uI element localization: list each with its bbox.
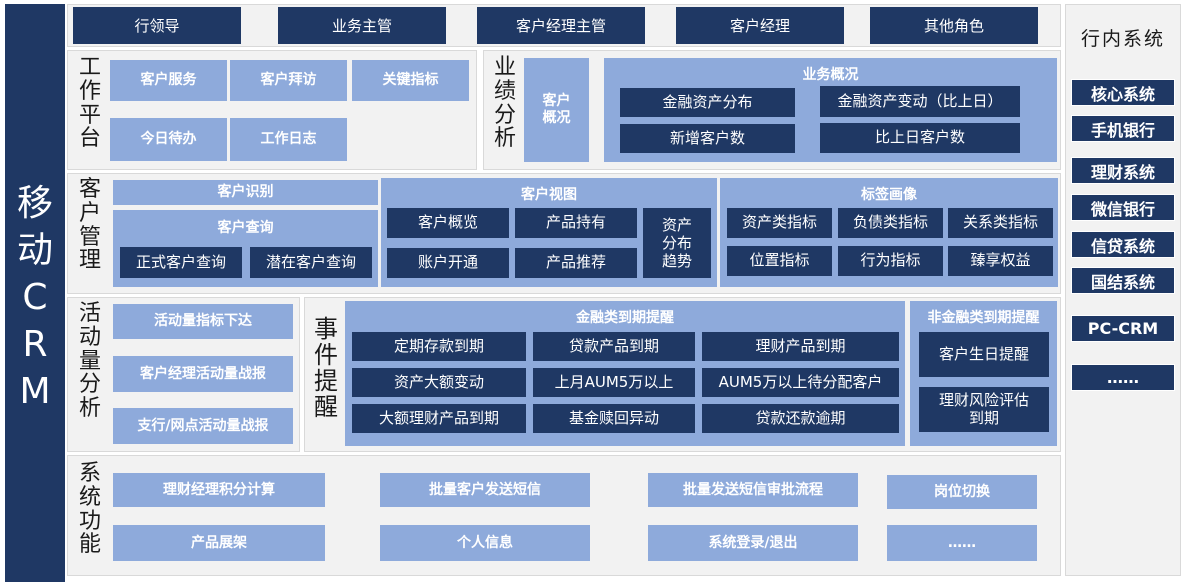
left-title-char-2: 动 bbox=[16, 230, 53, 271]
wealth-product-due-box: 理财产品到期 bbox=[702, 332, 899, 361]
financial-asset-distribution-box: 金融资产分布 bbox=[620, 88, 795, 117]
role-business-supervisor: 业务主管 bbox=[278, 7, 446, 44]
customer-mgmt-label: 客户管理 bbox=[78, 177, 101, 274]
location-indicators-box: 位置指标 bbox=[727, 246, 832, 276]
financial-reminder-title: 金融类到期提醒 bbox=[576, 310, 674, 326]
left-title-text: 移 动 C R M bbox=[5, 180, 65, 415]
customer-overview-box: 客户 概况 bbox=[524, 58, 589, 162]
loan-product-due-box: 贷款产品到期 bbox=[533, 332, 695, 361]
asset-distribution-trend-box: 资产 分布 趋势 bbox=[643, 208, 711, 278]
mobile-banking-box: 手机银行 bbox=[1071, 115, 1175, 142]
batch-sms-box: 批量客户发送短信 bbox=[380, 473, 590, 507]
more-functions-box: …… bbox=[887, 525, 1037, 561]
tag-profile-title: 标签画像 bbox=[861, 187, 917, 203]
customer-count-vs-yesterday-box: 比上日客户数 bbox=[820, 123, 1020, 153]
product-recommend-box: 产品推荐 bbox=[515, 248, 637, 278]
new-customer-count-box: 新增客户数 bbox=[620, 124, 795, 153]
today-todo-box: 今日待办 bbox=[110, 118, 227, 161]
wechat-banking-box: 微信银行 bbox=[1071, 194, 1175, 221]
personal-info-box: 个人信息 bbox=[380, 525, 590, 561]
left-title-bar bbox=[5, 4, 65, 582]
more-systems-box: …… bbox=[1071, 364, 1175, 391]
login-logout-box: 系统登录/退出 bbox=[648, 525, 858, 561]
customer-identify-box: 客户识别 bbox=[113, 180, 378, 205]
position-switch-box: 岗位切换 bbox=[887, 475, 1037, 509]
customer-query-title: 客户查询 bbox=[217, 220, 274, 236]
intl-settlement-box: 国结系统 bbox=[1071, 267, 1175, 294]
pc-crm-box: PC-CRM bbox=[1071, 315, 1175, 342]
time-deposit-due-box: 定期存款到期 bbox=[352, 332, 526, 361]
left-title-char-4: R bbox=[22, 324, 48, 365]
customer-view-title: 客户视图 bbox=[521, 187, 577, 203]
internal-systems-title: 行内系统 bbox=[1080, 28, 1165, 50]
activity-target-box: 活动量指标下达 bbox=[113, 304, 293, 339]
product-holding-box: 产品持有 bbox=[515, 208, 637, 238]
large-wealth-due-box: 大额理财产品到期 bbox=[352, 404, 526, 433]
premium-rights-box: 臻享权益 bbox=[948, 246, 1053, 276]
branch-activity-report-box: 支行/网点活动量战报 bbox=[113, 408, 293, 444]
liability-indicators-box: 负债类指标 bbox=[838, 208, 943, 238]
account-opening-box: 账户开通 bbox=[387, 248, 509, 278]
behavior-indicators-box: 行为指标 bbox=[838, 246, 943, 276]
left-title-char-1: 移 bbox=[16, 183, 53, 224]
role-bank-leader: 行领导 bbox=[73, 7, 241, 44]
potential-customer-query-box: 潜在客户查询 bbox=[250, 247, 372, 278]
customer-service-box: 客户服务 bbox=[110, 60, 227, 101]
performance-label: 业绩分析 bbox=[493, 55, 516, 152]
formal-customer-query-box: 正式客户查询 bbox=[120, 247, 242, 278]
loan-overdue-box: 贷款还款逾期 bbox=[702, 404, 899, 433]
role-account-manager-supervisor: 客户经理主管 bbox=[477, 7, 645, 44]
last-month-aum-box: 上月AUM5万以上 bbox=[533, 368, 695, 397]
work-log-box: 工作日志 bbox=[230, 118, 347, 161]
left-title-char-3: C bbox=[22, 277, 48, 318]
large-asset-change-box: 资产大额变动 bbox=[352, 368, 526, 397]
points-calc-box: 理财经理积分计算 bbox=[113, 473, 325, 507]
sms-approval-box: 批量发送短信审批流程 bbox=[648, 473, 858, 507]
key-indicators-box: 关键指标 bbox=[352, 60, 469, 101]
business-overview-title: 业务概况 bbox=[802, 67, 859, 83]
relationship-indicators-box: 关系类指标 bbox=[948, 208, 1053, 238]
birthday-reminder-box: 客户生日提醒 bbox=[919, 332, 1049, 377]
work-platform-label: 工作平台 bbox=[78, 55, 101, 152]
fund-redemption-box: 基金赎回异动 bbox=[533, 404, 695, 433]
activity-label: 活动量分析 bbox=[78, 301, 101, 421]
wealth-system-box: 理财系统 bbox=[1071, 157, 1175, 184]
risk-assessment-due-box: 理财风险评估 到期 bbox=[919, 387, 1049, 432]
customer-overview-view-box: 客户概览 bbox=[387, 208, 509, 238]
core-system-box: 核心系统 bbox=[1071, 79, 1175, 106]
nonfinancial-reminder-title: 非金融类到期提醒 bbox=[927, 310, 1040, 326]
asset-indicators-box: 资产类指标 bbox=[727, 208, 832, 238]
role-other: 其他角色 bbox=[870, 7, 1038, 44]
events-label: 事件提醒 bbox=[314, 315, 338, 421]
aum-unassigned-box: AUM5万以上待分配客户 bbox=[702, 368, 899, 397]
manager-activity-report-box: 客户经理活动量战报 bbox=[113, 356, 293, 392]
role-account-manager: 客户经理 bbox=[676, 7, 844, 44]
credit-system-box: 信贷系统 bbox=[1071, 231, 1175, 258]
left-title-char-5: M bbox=[19, 371, 51, 412]
customer-visit-box: 客户拜访 bbox=[230, 60, 347, 101]
financial-asset-change-box: 金融资产变动（比上日） bbox=[820, 86, 1020, 117]
product-shelf-box: 产品展架 bbox=[113, 525, 325, 561]
system-label: 系统功能 bbox=[78, 461, 101, 558]
